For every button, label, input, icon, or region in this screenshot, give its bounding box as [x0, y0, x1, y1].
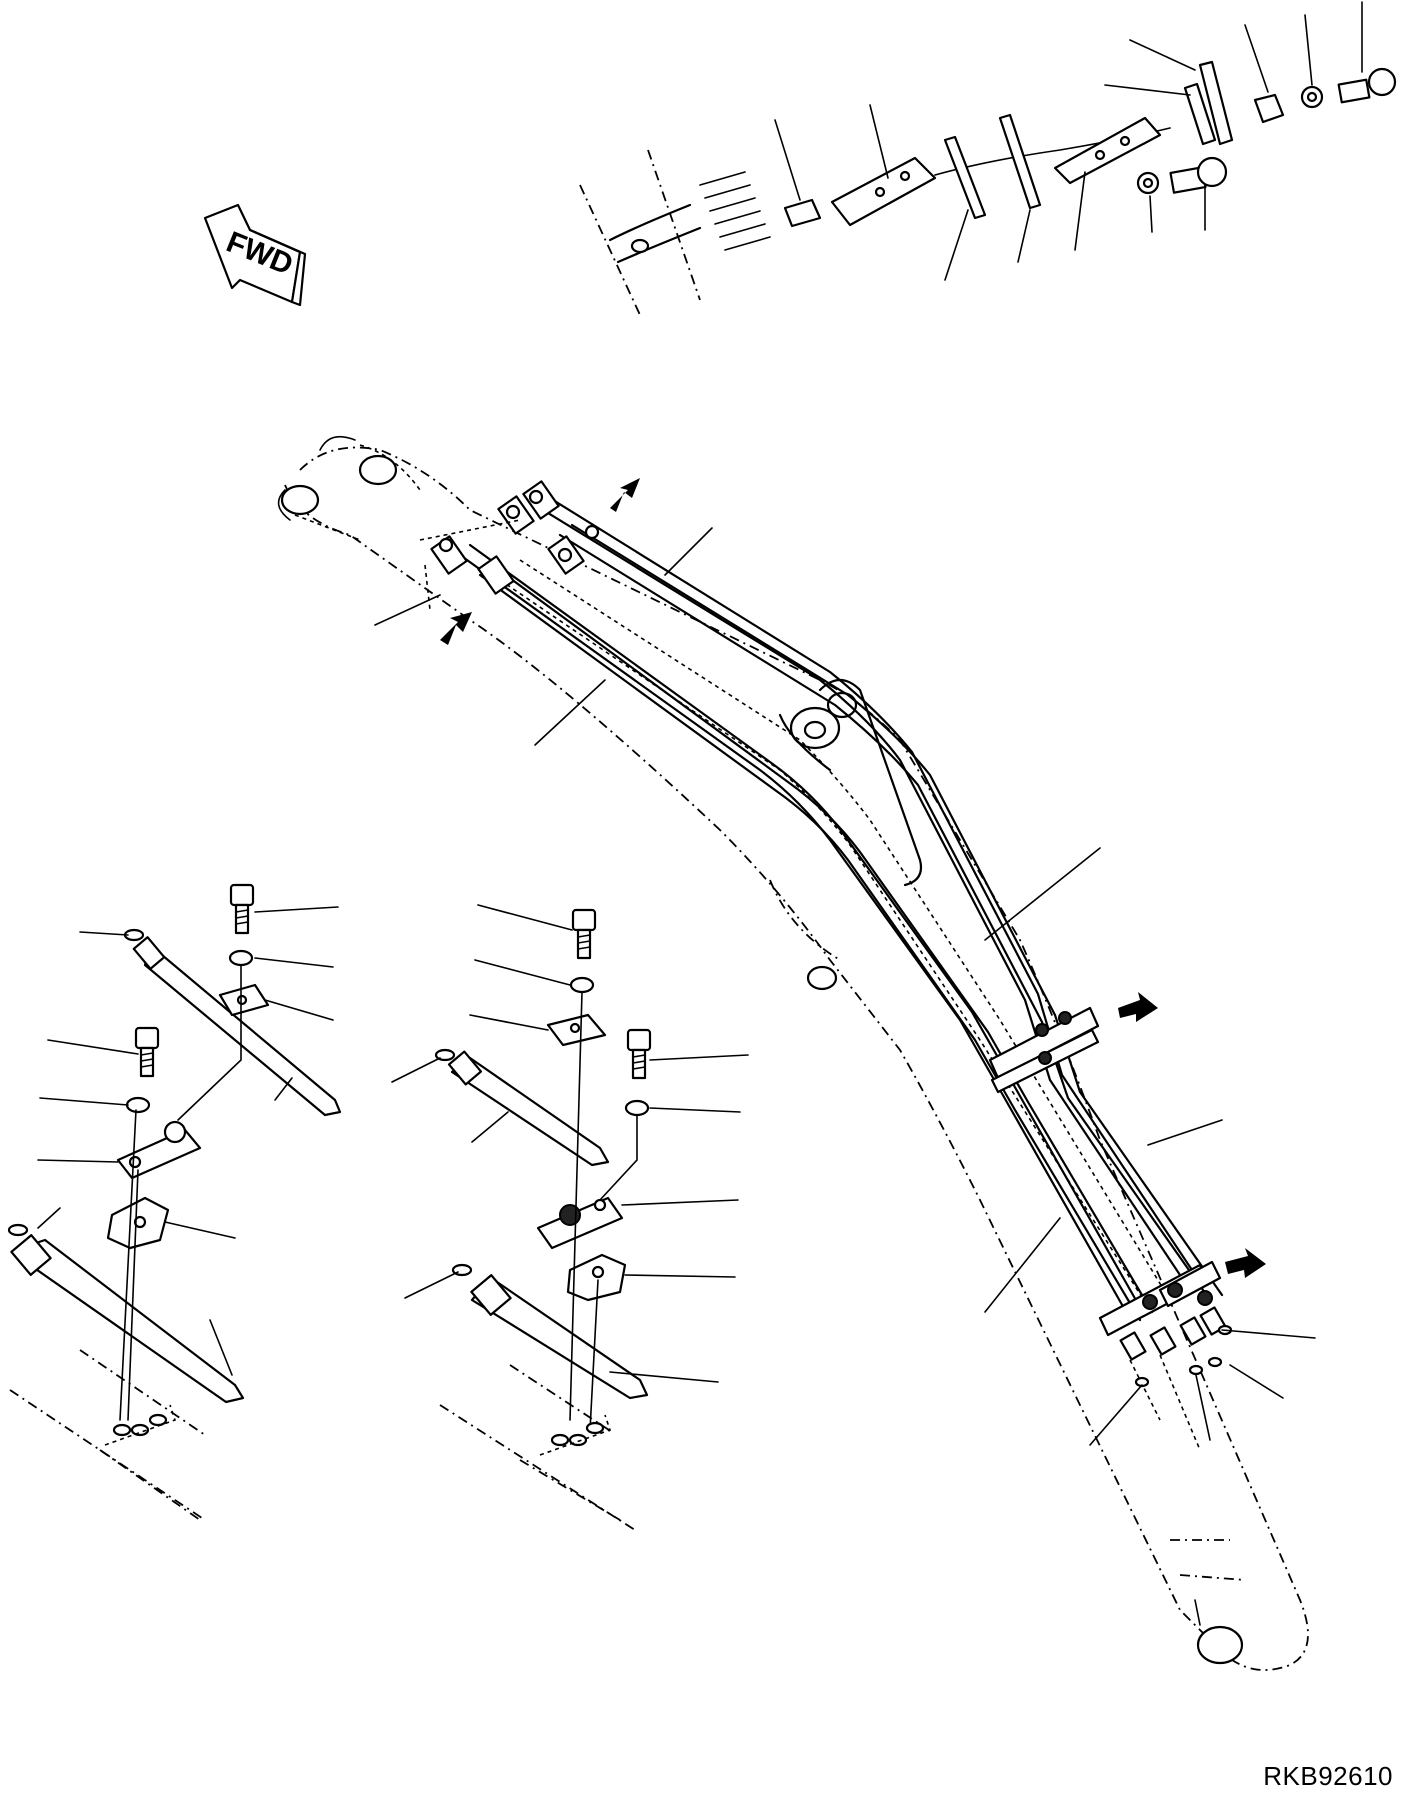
section-arrow-1: [610, 478, 640, 512]
nut-block: [1253, 93, 1285, 124]
boom-foot: [277, 435, 421, 541]
shim-stack: [699, 171, 771, 251]
section-arrow-2: [440, 612, 472, 645]
spacer-plate-2: [998, 113, 1042, 210]
o-ring-d: [1207, 1356, 1223, 1368]
plate-right-2: [1198, 60, 1234, 146]
o-ring-left-bottom: [7, 1223, 29, 1237]
boom-mid-boss: [806, 965, 838, 991]
middle-clamp-detail: [391, 904, 749, 1531]
bolt-lower: [1169, 156, 1228, 194]
washer-left-lower: [125, 1096, 151, 1114]
hydraulic-pipe-bundle-lower: [458, 543, 1154, 1322]
bolt-top: [1337, 67, 1397, 104]
base-mount-left: [104, 1404, 177, 1446]
drawing-code: RKB92610: [1263, 1761, 1393, 1791]
washer-mid-upper: [569, 976, 595, 994]
boom-assembly: [277, 435, 1316, 1671]
clamp-half-lower: [1053, 116, 1162, 185]
boom-outline-lower: [284, 484, 1181, 1611]
top-clamp-exploded-view: [579, 1, 1397, 316]
left-clamp-detail: [7, 883, 342, 1521]
spacer-plate-1: [943, 135, 987, 220]
boom-tip: [1170, 1539, 1246, 1665]
bolt-left-upper: [229, 883, 255, 935]
fwd-arrow-icon: FWD: [203, 203, 307, 307]
pipe-clamp-mid: [988, 1006, 1100, 1094]
washer-left-upper: [228, 949, 254, 967]
pipe-upper-left: [143, 943, 342, 1117]
boom-outline-upper: [299, 446, 1309, 1671]
hydraulic-pipe-bundle-upper: [533, 493, 1224, 1302]
bolt-mid-lower: [626, 1028, 652, 1080]
section-arrow-4: [1225, 1248, 1266, 1278]
clamp-block-left: [783, 198, 822, 228]
base-mount-mid: [539, 1414, 612, 1456]
o-ring-b: [1188, 1364, 1204, 1376]
pipe-fittings-foot: [419, 480, 600, 611]
plate-right-1: [1183, 82, 1217, 146]
washer-mid-lower: [624, 1099, 650, 1117]
clamp-plate-left-lower: [116, 1128, 202, 1180]
bolt-left-lower: [134, 1026, 160, 1078]
pipe-end-fitting: [630, 238, 650, 254]
clamp-plate-mid-lower: [536, 1196, 624, 1250]
bolt-mid-upper: [571, 908, 597, 960]
boom-bracket: [778, 678, 923, 887]
section-arrow-3: [1118, 992, 1158, 1022]
